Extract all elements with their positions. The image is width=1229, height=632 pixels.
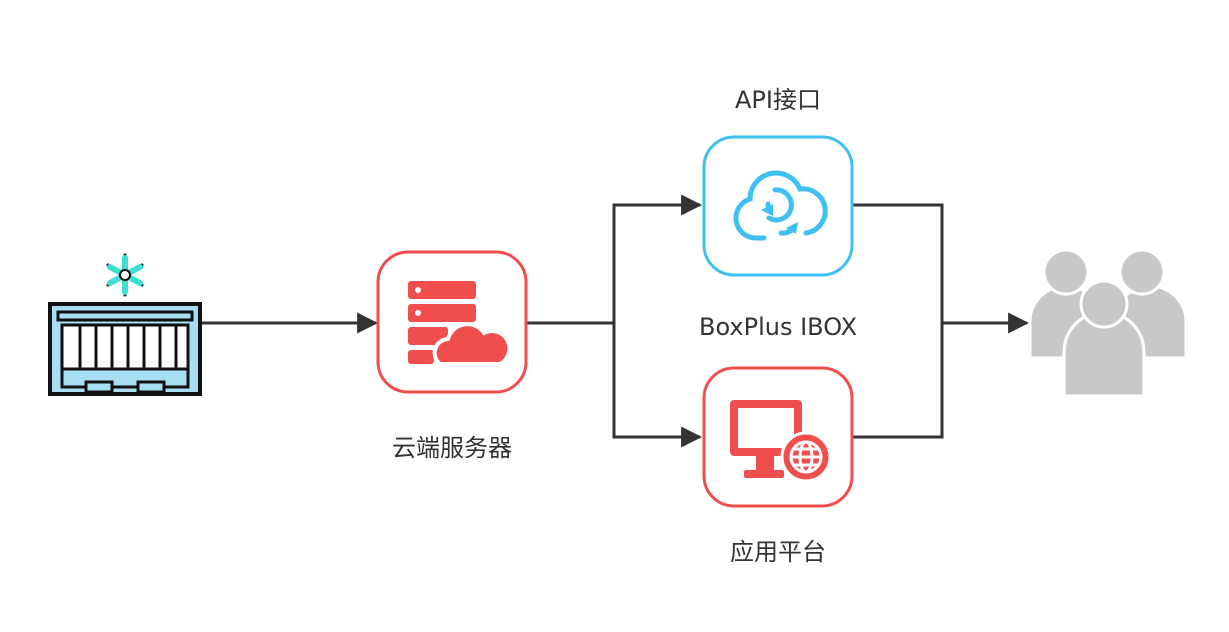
edge-server-to-api — [612, 194, 703, 323]
cloud-server-node — [376, 250, 528, 394]
boxplus-label: BoxPlus IBOX — [698, 313, 858, 341]
app-platform-node — [702, 366, 854, 508]
api-node — [702, 135, 854, 277]
connectors — [202, 194, 1030, 448]
edge-api-to-users — [852, 203, 944, 439]
refrigerated-container-icon — [48, 253, 202, 396]
users-group-icon — [1028, 248, 1188, 398]
cloud-server-icon — [408, 281, 512, 366]
app-platform-label: 应用平台 — [730, 538, 826, 566]
edge-server-to-platform — [612, 323, 703, 448]
monitor-globe-icon — [730, 400, 832, 483]
cloud-sync-icon — [733, 170, 828, 241]
cloud-server-label: 云端服务器 — [392, 434, 512, 462]
api-label: API接口 — [735, 86, 821, 114]
